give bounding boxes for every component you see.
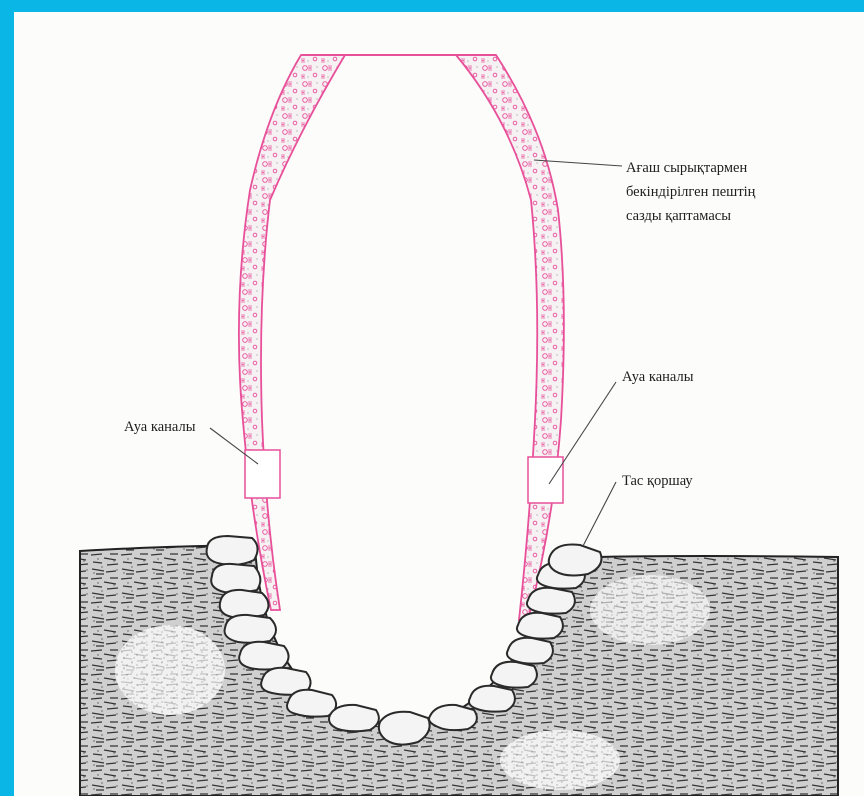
stone-ring-label: Тас қоршау	[622, 473, 693, 489]
wall-label-line-2: бекіндірілген пештің	[626, 184, 756, 200]
air-channel-left	[245, 450, 280, 498]
air-channel-right-label: Ауа каналы	[622, 369, 694, 385]
diagram-canvas: Ағаш сырықтармен бекіндірілген пештің са…	[14, 12, 864, 796]
air-channel-left-label: Ауа каналы	[124, 419, 196, 435]
wall-label-line-3: сазды қаптамасы	[626, 208, 731, 224]
stone-ring-leader	[583, 482, 616, 546]
furnace-wall-right	[456, 55, 564, 620]
air-channel-right	[528, 457, 563, 503]
furnace-diagram: Ағаш сырықтармен бекіндірілген пештің са…	[14, 12, 864, 796]
ground	[80, 546, 838, 796]
furnace-wall-left	[239, 55, 345, 610]
wall-label-line-1: Ағаш сырықтармен	[626, 160, 747, 176]
